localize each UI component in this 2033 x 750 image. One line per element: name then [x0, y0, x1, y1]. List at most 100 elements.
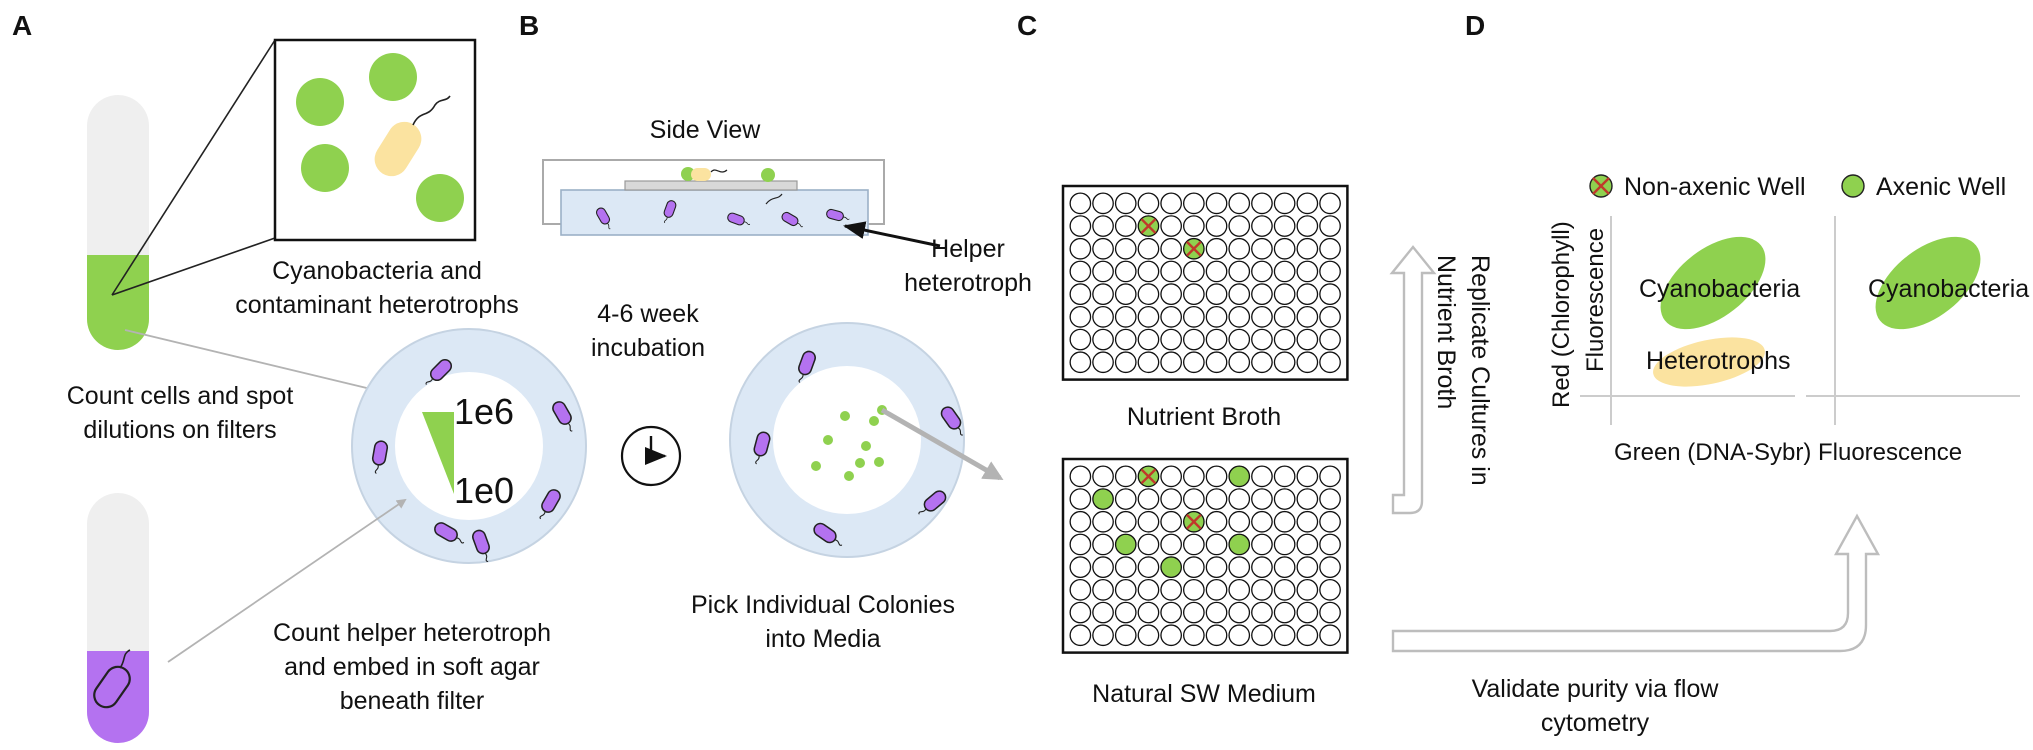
legend-label-axenic: Axenic Well — [1876, 173, 2006, 201]
well — [1137, 305, 1160, 328]
well — [1319, 351, 1341, 374]
well — [1205, 237, 1228, 260]
colonies-dish — [729, 322, 969, 558]
well — [1069, 488, 1092, 510]
well — [1319, 578, 1341, 601]
well — [1160, 578, 1183, 601]
well — [1183, 192, 1205, 215]
filter-membrane — [624, 180, 798, 191]
well — [1296, 533, 1319, 556]
well — [1160, 488, 1183, 510]
zoom-box — [273, 38, 477, 242]
well — [1251, 283, 1273, 305]
well — [1069, 578, 1092, 601]
well — [1114, 192, 1137, 215]
label-pick-colonies-2: into Media — [765, 625, 880, 653]
well — [1251, 260, 1273, 283]
well — [1092, 510, 1114, 533]
well — [1228, 305, 1251, 328]
well — [1137, 192, 1160, 215]
well-axenic — [1228, 465, 1251, 488]
well — [1069, 510, 1092, 533]
label-count-cells-1: Count cells and spot — [67, 382, 294, 410]
panel-label-d: D — [1465, 10, 1485, 41]
well — [1137, 260, 1160, 283]
well — [1092, 283, 1114, 305]
well — [1092, 215, 1114, 237]
x-axis-label: Green (DNA-Sybr) Fluorescence — [1614, 439, 1962, 466]
well — [1273, 488, 1296, 510]
well — [1296, 237, 1319, 260]
plate-nutrient-broth — [1061, 184, 1349, 381]
well — [1273, 465, 1296, 488]
well — [1114, 578, 1137, 601]
cyanobacteria-cell — [416, 174, 464, 222]
label-count-helper-2: and embed in soft agar — [284, 653, 540, 681]
well — [1319, 510, 1341, 533]
well — [1296, 215, 1319, 237]
heterotroph-population — [1653, 337, 1765, 387]
label-replicate: Replicate Cultures in Nutrient Broth — [1432, 255, 1494, 486]
well — [1160, 624, 1183, 647]
well — [1228, 556, 1251, 579]
cytometry-plot-nonaxenic: Cyanobacteria Heterotrophs — [1580, 216, 1800, 425]
label-count-cells-2: dilutions on filters — [83, 416, 276, 444]
label-natural-sw: Natural SW Medium — [1092, 680, 1316, 708]
well — [1114, 328, 1137, 351]
well — [1114, 351, 1137, 374]
label-cyanobacteria-right: Cyanobacteria — [1868, 275, 2029, 303]
well — [1092, 192, 1114, 215]
arrow-replicate — [1389, 245, 1437, 515]
well — [1160, 260, 1183, 283]
well — [1069, 351, 1092, 374]
well — [1183, 578, 1205, 601]
well — [1319, 328, 1341, 351]
well — [1069, 215, 1092, 237]
well — [1114, 465, 1137, 488]
well — [1319, 601, 1341, 624]
well — [1251, 533, 1273, 556]
label-side-view: Side View — [650, 116, 762, 144]
well — [1114, 215, 1137, 237]
well — [1273, 510, 1296, 533]
well — [1319, 488, 1341, 510]
filter-dish: 1e6 1e0 — [351, 328, 587, 565]
well — [1114, 305, 1137, 328]
well — [1092, 578, 1114, 601]
well — [1273, 260, 1296, 283]
contamination-mark — [1140, 468, 1157, 485]
well — [1069, 556, 1092, 579]
label-replicate-2: Nutrient Broth — [1432, 255, 1460, 409]
well — [1160, 237, 1183, 260]
well — [1273, 215, 1296, 237]
well — [1069, 601, 1092, 624]
well — [1183, 283, 1205, 305]
label-count-helper-1: Count helper heterotroph — [273, 619, 551, 647]
well — [1183, 260, 1205, 283]
cyanobacteria-tube — [87, 95, 149, 350]
well — [1228, 260, 1251, 283]
well — [1069, 283, 1092, 305]
well — [1228, 351, 1251, 374]
well — [1114, 260, 1137, 283]
well — [1183, 624, 1205, 647]
well — [1160, 465, 1183, 488]
well — [1296, 624, 1319, 647]
well — [1319, 260, 1341, 283]
well — [1069, 260, 1092, 283]
well — [1251, 556, 1273, 579]
y-axis-label-1: Red (Chlorophyll) — [1548, 221, 1575, 408]
well — [1296, 283, 1319, 305]
well — [1092, 556, 1114, 579]
cyanobacteria-cell — [296, 78, 344, 126]
well — [1319, 624, 1341, 647]
legend-label-nonaxenic: Non-axenic Well — [1624, 173, 1806, 201]
well — [1160, 510, 1183, 533]
well — [1273, 533, 1296, 556]
well — [1319, 533, 1341, 556]
well — [1205, 510, 1228, 533]
panel-b: Side View Helper heterotroph 4-6 week in… — [542, 116, 1032, 653]
well — [1273, 578, 1296, 601]
dilution-label-high: 1e6 — [454, 391, 514, 432]
well — [1205, 305, 1228, 328]
